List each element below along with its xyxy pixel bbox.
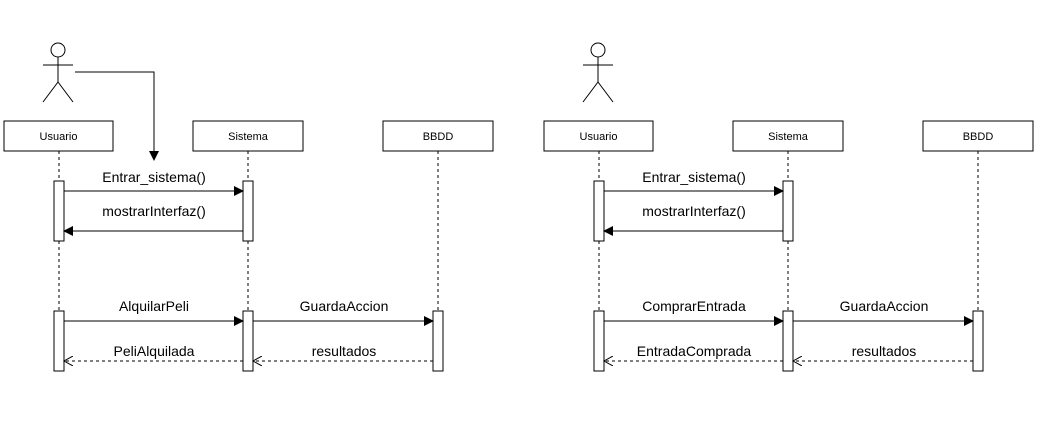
participant-usuario: Usuario <box>543 120 654 152</box>
message-label: resultados <box>852 343 917 359</box>
sequence-diagram-right: Usuario Sistema BBDD Entrar_sistema() mo… <box>543 42 1034 372</box>
message-label: Entrar_sistema() <box>642 169 745 185</box>
activation-sistema-1 <box>242 180 254 242</box>
activation-bbdd-1 <box>432 310 444 372</box>
participant-usuario-label: Usuario <box>40 131 78 143</box>
message-label: GuardaAccion <box>300 298 389 314</box>
message-label: Entrar_sistema() <box>102 169 205 185</box>
participant-sistema-label: Sistema <box>768 131 809 143</box>
participant-sistema: Sistema <box>732 120 844 152</box>
participant-sistema-label: Sistema <box>228 131 269 143</box>
participant-usuario: Usuario <box>3 120 114 152</box>
activation-usuario-2 <box>593 310 605 372</box>
activation-sistema-1 <box>782 180 794 242</box>
message-label: resultados <box>312 343 377 359</box>
activation-usuario-1 <box>53 180 65 242</box>
message-label: mostrarInterfaz() <box>102 203 205 219</box>
actor-entry-arrow <box>75 71 159 161</box>
activation-sistema-2 <box>782 310 794 372</box>
message-label: ComprarEntrada <box>642 298 746 314</box>
message-label: PeliAlquilada <box>114 343 195 359</box>
activation-bbdd-1 <box>972 310 984 372</box>
actor-icon <box>582 42 614 103</box>
message-label: AlquilarPeli <box>119 298 189 314</box>
message-label: GuardaAccion <box>840 298 929 314</box>
sequence-diagram-left: Usuario Sistema BBDD Entrar_sistema() mo… <box>3 42 494 372</box>
participant-usuario-label: Usuario <box>580 131 618 143</box>
activation-sistema-2 <box>242 310 254 372</box>
participant-bbdd: BBDD <box>382 120 494 152</box>
participant-bbdd: BBDD <box>922 120 1034 152</box>
activation-usuario-2 <box>53 310 65 372</box>
message-label: EntradaComprada <box>637 343 752 359</box>
participant-sistema: Sistema <box>192 120 304 152</box>
message-label: mostrarInterfaz() <box>642 203 745 219</box>
participant-bbdd-label: BBDD <box>423 131 454 143</box>
participant-bbdd-label: BBDD <box>963 131 994 143</box>
activation-usuario-1 <box>593 180 605 242</box>
actor-icon <box>42 42 74 103</box>
